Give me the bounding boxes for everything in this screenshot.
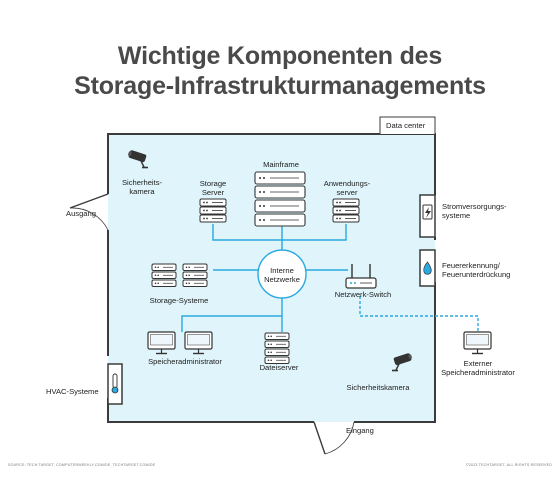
router-icon: [345, 264, 377, 289]
storage-server-icon: [199, 198, 227, 223]
fire-icon: [423, 261, 432, 275]
internal-network-node: [257, 249, 307, 299]
hvac-label: HVAC-Systeme: [46, 387, 99, 396]
application-server-icon: [332, 198, 360, 223]
title-line-1: Wichtige Komponenten des: [117, 42, 443, 70]
footer-copyright: ©2023 TECHTARGET. ALL RIGHTS RESERVED: [465, 463, 552, 467]
file-server-label: Dateiserver: [259, 363, 299, 372]
entrance-label: Eingang: [346, 426, 374, 435]
entrance-door: [313, 421, 355, 455]
exit-label: Ausgang: [66, 209, 96, 218]
security-camera-label-1: Sicherheits-kamera: [121, 178, 163, 196]
data-center-label: Data center: [386, 121, 426, 130]
power-supply-label: Stromversorgungs-systeme: [442, 202, 507, 220]
security-camera-label-2: Sicherheitskamera: [346, 383, 410, 392]
external-admin-monitor-icon: [463, 331, 492, 355]
power-icon: [422, 204, 433, 220]
storage-admin-label: Speicheradministrator: [148, 357, 222, 366]
mainframe-icon: [254, 171, 306, 227]
thermometer-icon: [111, 373, 119, 394]
fire-detection-label: Feuererkennung/Feuerunterdrückung: [442, 261, 511, 279]
storage-systems-label: Storage-Systeme: [149, 296, 209, 305]
title-line-2: Storage-Infrastrukturmanagements: [74, 72, 486, 100]
network-connectors: [181, 224, 479, 332]
footer-source: SOURCE: TECH TARGET, COMPUTERWEEKLY.COM/…: [8, 463, 156, 467]
application-server-label: Anwendungs-server: [323, 179, 371, 197]
mainframe-label: Mainframe: [263, 160, 299, 169]
exit-door: [69, 193, 109, 231]
network-switch-label: Netzwerk-Switch: [334, 290, 392, 299]
